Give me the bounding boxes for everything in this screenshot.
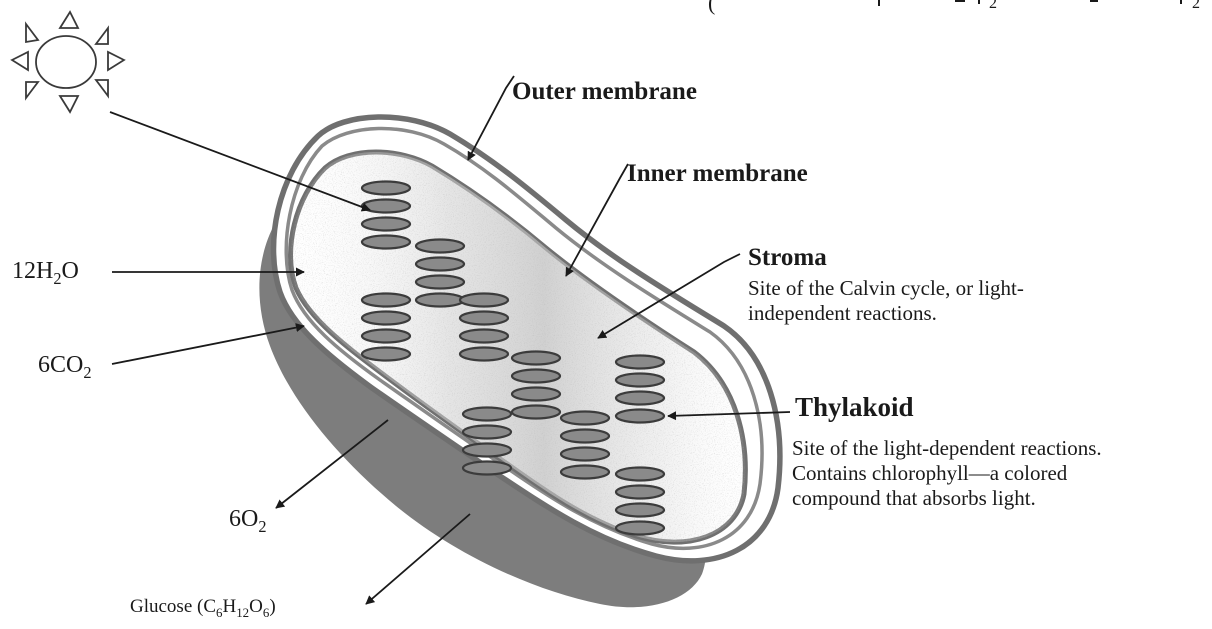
thylakoid-disc [460,294,508,307]
thylakoid-disc [463,462,511,475]
thylakoid-disc [616,356,664,369]
thylakoid-disc [416,258,464,271]
thylakoid-disc [416,240,464,253]
thylakoid-disc [616,410,664,423]
water-input-label: 12H2O [12,258,79,285]
thylakoid-disc [362,348,410,361]
oxygen-output-label: 6O2 [229,506,267,533]
sun-icon [12,12,124,112]
arrow-icon [366,514,470,604]
thylakoid-disc [416,276,464,289]
oxygen-element: O [241,506,258,532]
thylakoid-disc [460,348,508,361]
thylakoid-disc [616,486,664,499]
equation-fragment: ( [708,0,715,15]
stroma-description: Site of the Calvin cycle, or light- inde… [748,276,1024,326]
oxygen-coefficient: 6 [229,506,241,532]
water-element-h: H [36,258,53,284]
thylakoid-disc [463,408,511,421]
thylakoid-disc [362,294,410,307]
thylakoid-disc [362,236,410,249]
thylakoid-disc [561,430,609,443]
thylakoid-disc [561,466,609,479]
thylakoid-disc [460,312,508,325]
arrow-icon [468,76,514,160]
thylakoid-disc [512,406,560,419]
thylakoid-disc [362,312,410,325]
thylakoid-disc [512,370,560,383]
thylakoid-description-line: compound that absorbs light. [792,486,1102,511]
thylakoid-disc [616,392,664,405]
thylakoid-disc [362,330,410,343]
co2-element: CO [50,352,83,378]
thylakoid-label: Thylakoid [795,392,914,423]
glucose-o-sub: 6 [263,605,269,620]
co2-input-label: 6CO2 [38,352,92,379]
thylakoid-disc [616,468,664,481]
glucose-close-paren: ) [269,596,275,617]
svg-text:2: 2 [989,0,997,12]
thylakoid-disc [616,374,664,387]
stroma-label: Stroma [748,244,827,272]
glucose-o: O [249,596,263,617]
thylakoid-disc [463,426,511,439]
thylakoid-disc [460,330,508,343]
water-element-o: O [62,258,79,284]
thylakoid-disc [512,388,560,401]
stroma-description-line: independent reactions. [748,301,1024,326]
thylakoid-description-line: Site of the light-dependent reactions. [792,436,1102,461]
thylakoid-disc [416,294,464,307]
water-coefficient: 12 [12,258,36,284]
glucose-h: H [222,596,236,617]
glucose-h-sub: 12 [236,605,249,620]
equation-fragment-marks [878,0,1182,6]
water-subscript: 2 [53,269,61,288]
outer-membrane-label: Outer membrane [512,78,697,106]
thylakoid-disc [362,218,410,231]
glucose-c-sub: 6 [216,605,222,620]
oxygen-subscript: 2 [258,517,266,536]
thylakoid-disc [512,352,560,365]
thylakoid-description-line: Contains chlorophyll—a colored [792,461,1102,486]
thylakoid-description: Site of the light-dependent reactions. C… [792,436,1102,511]
thylakoid-disc [616,522,664,535]
glucose-c: C [203,596,216,617]
inner-membrane-label: Inner membrane [627,160,808,188]
glucose-output-label: Glucose (C6H12O6) [130,596,276,618]
thylakoid-disc [561,448,609,461]
co2-subscript: 2 [83,363,91,382]
thylakoid-disc [463,444,511,457]
thylakoid-disc [616,504,664,517]
svg-text:2: 2 [1192,0,1200,12]
stroma-description-line: Site of the Calvin cycle, or light- [748,276,1024,301]
thylakoid-disc [561,412,609,425]
glucose-name: Glucose [130,596,192,617]
thylakoid-disc [362,182,410,195]
co2-coefficient: 6 [38,352,50,378]
